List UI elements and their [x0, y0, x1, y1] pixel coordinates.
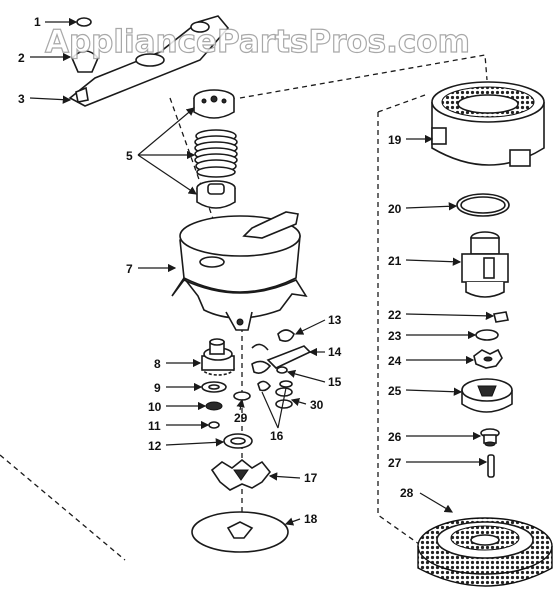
part-21-armature	[461, 231, 509, 298]
watermark-text: AppliancePartsPros.com	[45, 24, 470, 60]
part-29-washer	[233, 391, 251, 401]
callout-7: 7	[126, 262, 133, 276]
callout-20: 20	[388, 202, 402, 216]
callout-26: 26	[388, 430, 402, 444]
callout-30: 30	[310, 398, 324, 412]
callout-16: 16	[270, 429, 284, 443]
callout-21: 21	[388, 254, 402, 268]
part-12-ring	[223, 433, 253, 449]
part-27-rod	[487, 454, 495, 478]
part-13-spring	[277, 329, 295, 342]
callout-14: 14	[328, 345, 342, 359]
part-5-spring-assembly	[193, 89, 238, 209]
callout-18: 18	[304, 512, 318, 526]
callout-2: 2	[18, 51, 25, 65]
part-19-ring-housing	[431, 81, 545, 167]
part-9-washer	[201, 381, 227, 393]
callout-5: 5	[126, 149, 133, 163]
callout-19: 19	[388, 133, 402, 147]
part-23-washer	[475, 329, 499, 341]
callout-29: 29	[234, 411, 248, 425]
callout-23: 23	[388, 329, 402, 343]
part-20-o-ring	[456, 193, 510, 217]
part-28-base-gear	[417, 517, 553, 587]
callout-labels: 1 2 3 5 7 8 9 10 11 12 13 14 15 16 17 18…	[18, 15, 414, 526]
callout-22: 22	[388, 308, 402, 322]
callout-25: 25	[388, 384, 402, 398]
callout-27: 27	[388, 456, 402, 470]
callout-8: 8	[154, 357, 161, 371]
part-16-pins	[257, 380, 293, 392]
part-11-washer	[208, 421, 220, 429]
callout-13: 13	[328, 313, 342, 327]
callout-24: 24	[388, 354, 402, 368]
callout-10: 10	[148, 400, 162, 414]
part-17-star-plate	[210, 458, 272, 491]
callout-17: 17	[304, 471, 318, 485]
callout-9: 9	[154, 381, 161, 395]
part-2-cap	[71, 50, 99, 73]
part-3-bracket-arm	[68, 15, 230, 107]
callout-28: 28	[400, 486, 414, 500]
part-18-disc	[191, 511, 289, 553]
part-7-housing-cover	[171, 211, 308, 331]
callout-12: 12	[148, 439, 162, 453]
callout-15: 15	[328, 375, 342, 389]
part-8-gear	[201, 338, 235, 376]
part-25-clutch-housing	[461, 378, 513, 413]
part-15-clip	[251, 360, 288, 374]
leader-lines	[29, 17, 495, 526]
part-10-washer	[205, 401, 223, 411]
part-26-screw	[480, 428, 500, 447]
callout-1: 1	[34, 15, 41, 29]
callout-3: 3	[18, 92, 25, 106]
callout-11: 11	[148, 419, 161, 433]
part-24-star-gear	[473, 348, 503, 369]
part-22-pin	[493, 311, 509, 323]
